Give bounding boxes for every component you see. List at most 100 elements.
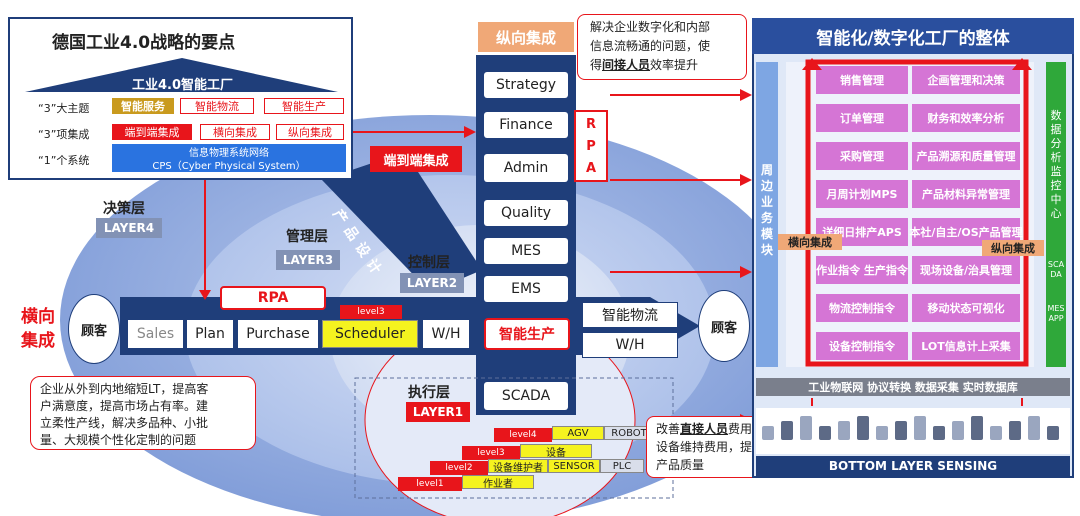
device-icon xyxy=(1047,426,1059,440)
factory-row-right: LOT信息计上采集 xyxy=(912,332,1020,360)
factory-right-column xyxy=(1046,62,1066,367)
device-icon xyxy=(914,416,926,440)
callout-bottom-line2: 设备维持费用，提高 xyxy=(656,440,765,454)
level1-item: 作业者 xyxy=(462,475,534,490)
factory-vertical-tag: 纵向集成 xyxy=(982,240,1044,256)
factory-row-left: 月周计划MPS xyxy=(816,180,908,208)
layer2-en: LAYER2 xyxy=(400,273,464,293)
level4-extra: ROBOT xyxy=(604,426,654,440)
layer2-cn: 控制层 xyxy=(408,255,450,271)
callout-top xyxy=(577,14,747,80)
layer3-cn: 管理层 xyxy=(286,229,328,245)
factory-row-right: 本社/自主/OS产品管理 xyxy=(909,218,1023,246)
layer1-cn: 执行层 xyxy=(408,385,450,401)
vertical-item-strategy: Strategy xyxy=(484,72,568,98)
factory-right-label3: MES APP xyxy=(1047,304,1065,323)
horizontal-level3-tag: level3 xyxy=(340,305,402,319)
product-design-band xyxy=(322,152,482,292)
vertical-item-finance: Finance xyxy=(484,112,568,138)
factory-row-right: 产品溯源和质量管理 xyxy=(912,142,1020,170)
device-icon xyxy=(1028,416,1040,440)
cps-en: CPS（Cyber Physical System） xyxy=(152,160,306,172)
callout-left-line1: 企业从外到内地缩短LT，提高客 xyxy=(40,382,209,396)
factory-horizontal-tag: 横向集成 xyxy=(778,234,842,250)
device-icon xyxy=(857,416,869,440)
level4-item: AGV xyxy=(552,426,604,440)
customer-left: 顾客 xyxy=(68,294,120,364)
callout-top-prefix: 得 xyxy=(590,58,603,72)
callout-bottom-line3: 产品质量 xyxy=(656,458,705,472)
level2-extra: SENSOR xyxy=(548,459,600,473)
factory-row-right: 财务和效率分析 xyxy=(912,104,1020,132)
device-icon xyxy=(800,416,812,440)
vertical-rpa-box xyxy=(574,110,608,182)
vertical-item-mes: MES xyxy=(484,238,568,264)
device-icon xyxy=(933,426,945,440)
theme-smart-logistics: 智能物流 xyxy=(180,98,254,114)
cps-cn: 信息物理系统网络 xyxy=(189,147,269,159)
callout-left-line3: 立柔性产线，解决多品种、小批 xyxy=(40,416,209,430)
theme-smart-production: 智能生产 xyxy=(264,98,344,114)
factory-row-left: 作业指令 生产指令 xyxy=(816,256,908,284)
layer4-cn: 决策层 xyxy=(103,201,145,217)
smart-production: 智能生产 xyxy=(484,318,570,350)
customer-right: 顾客 xyxy=(698,290,750,362)
horizontal-item-wh2: W/H xyxy=(582,332,678,358)
integration-vertical: 纵向集成 xyxy=(276,124,344,140)
factory-side-column xyxy=(756,62,778,367)
vertical-item-admin: Admin xyxy=(484,154,568,182)
level2-tag: level2 xyxy=(430,461,488,475)
integration-horizontal: 横向集成 xyxy=(200,124,270,140)
callout-top-line2: 信息流畅通的问题，使 xyxy=(590,39,711,53)
row-label-system: “1”个系统 xyxy=(38,154,90,167)
callout-bottom-prefix: 改善 xyxy=(656,422,681,436)
device-icon xyxy=(952,421,964,440)
horizontal-label-line1: 横向 xyxy=(21,306,55,327)
e2e-label: 端到端集成 xyxy=(370,146,462,172)
device-icon xyxy=(876,426,888,440)
factory-row-left: 订单管理 xyxy=(816,104,908,132)
layer4-en: LAYER4 xyxy=(96,218,162,238)
row-label-themes: “3”大主题 xyxy=(38,102,90,115)
factory-side-label: 周边业务模块 xyxy=(760,163,773,257)
horizontal-item-wh: W/H xyxy=(423,320,469,348)
horizontal-label-line2: 集成 xyxy=(21,330,55,351)
layer1-en: LAYER1 xyxy=(406,402,470,422)
level3-item: 设备 xyxy=(520,444,592,459)
row-label-integrations: “3”项集成 xyxy=(38,128,90,141)
callout-left xyxy=(30,376,256,450)
level1-tag: level1 xyxy=(398,477,462,491)
device-icon xyxy=(895,421,907,440)
industry40-title: 德国工业4.0战略的要点 xyxy=(52,33,236,53)
device-icon xyxy=(1009,421,1021,440)
horizontal-rpa: RPA xyxy=(220,286,326,310)
vertical-rpa-a: A xyxy=(585,160,597,176)
callout-top-suffix: 效率提升 xyxy=(650,58,699,72)
callout-bottom-bold: 直接人员 xyxy=(680,422,729,436)
horizontal-item-scheduler: Scheduler xyxy=(322,320,418,348)
factory-right-label: 数据分析 监控中心 xyxy=(1050,109,1062,220)
callout-left-line2: 户满意度，提高市场占有率。建 xyxy=(40,399,209,413)
factory-title: 智能化/数字化工厂的整体 xyxy=(752,18,1074,54)
device-icon xyxy=(990,426,1002,440)
factory-row-left: 物流控制指令 xyxy=(816,294,908,322)
factory-row-left: 采购管理 xyxy=(816,142,908,170)
device-icon xyxy=(838,421,850,440)
factory-row-left: 设备控制指令 xyxy=(816,332,908,360)
vertical-item-scada: SCADA xyxy=(484,382,568,410)
factory-row-right: 移动状态可视化 xyxy=(912,294,1020,322)
device-icon xyxy=(762,426,774,440)
device-icon xyxy=(819,426,831,440)
cps-box xyxy=(112,144,346,172)
callout-top-line1: 解决企业数字化和内部 xyxy=(590,20,711,34)
factory-row-left: 销售管理 xyxy=(816,66,908,94)
callout-top-bold: 间接人员 xyxy=(602,58,651,72)
integration-end-to-end: 端到端集成 xyxy=(112,124,192,140)
callout-left-line4: 量、大规模个性化定制的问题 xyxy=(40,433,197,447)
vertical-title: 纵向集成 xyxy=(478,22,574,52)
theme-smart-service: 智能服务 xyxy=(112,98,174,114)
factory-iot-bar: 工业物联网 协议转换 数据采集 实时数据库 xyxy=(756,378,1070,396)
vertical-rpa-p: P xyxy=(586,138,596,154)
horizontal-item-sales: Sales xyxy=(128,320,183,348)
